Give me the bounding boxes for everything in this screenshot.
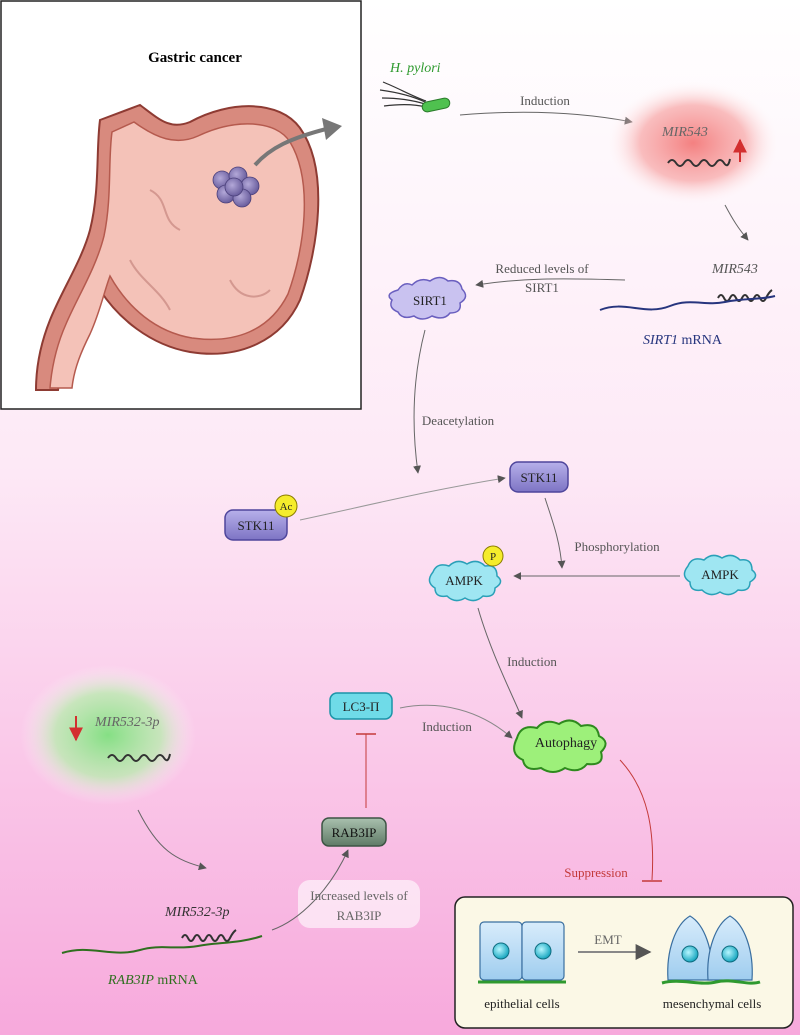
arrow-to-rab3ip <box>271 849 349 931</box>
ampk-label: AMPK <box>701 567 739 582</box>
arrow-to-sirt1 <box>475 278 626 288</box>
mir532-bound-strand-icon <box>181 929 237 942</box>
rab3ip-node: RAB3IP <box>321 817 387 847</box>
arrow-deacetylation <box>413 329 426 474</box>
rab3ip-mrna-label: RAB3IP mRNA <box>107 973 199 988</box>
ampk-p-label: AMPK <box>445 573 483 588</box>
deacetylation-label: Deacetylation <box>422 413 495 428</box>
induction-mid-label: Induction <box>507 654 557 669</box>
tumor-cluster <box>212 166 260 208</box>
induction-top-label: Induction <box>520 93 570 108</box>
epithelial-cells-icon <box>478 921 566 984</box>
sirt1-node: SIRT1 <box>388 276 467 320</box>
arrow-stk11-deacetyl <box>299 475 506 521</box>
mir532-glow <box>20 665 196 805</box>
phospho-badge: P <box>490 551 496 563</box>
stk11-node: STK11 <box>509 461 569 493</box>
rab3ip-mrna-strand-icon <box>61 935 263 954</box>
mir532-bound-label: MIR532-3p <box>164 905 230 920</box>
mesenchymal-label: mesenchymal cells <box>663 996 762 1011</box>
mir543-bound-label: MIR543 <box>711 262 758 277</box>
acetyl-badge: Ac <box>280 501 293 513</box>
arrow-ampk-to-autophagy <box>477 607 523 719</box>
ampk-p-node: AMPK P <box>428 545 504 602</box>
sirt1-mrna-label: SIRT1 mRNA <box>643 333 723 348</box>
stk11-ac-node: STK11 Ac <box>224 494 298 541</box>
emt-label: EMT <box>594 932 622 947</box>
mesenchymal-cells-icon <box>661 915 761 985</box>
reduced-label-line1: Reduced levels of <box>495 261 589 276</box>
stk11-ac-label: STK11 <box>237 518 274 533</box>
zoom-arrow-head <box>322 118 342 140</box>
arrow-stk11-to-ampk <box>544 497 566 569</box>
arrow-mir543-down <box>724 204 749 241</box>
h-pylori-label: H. pylori <box>389 61 441 76</box>
sirt1-mrna-strand-icon <box>599 295 776 311</box>
reduced-label-line2: SIRT1 <box>525 280 559 295</box>
emt-panel: EMT epithelial cells mesenchymal cells <box>454 896 794 1029</box>
arrow-lc3-to-autophagy <box>399 704 513 739</box>
mir543-strand-icon <box>667 158 731 167</box>
ampk-node: AMPK <box>683 554 757 596</box>
autophagy-label: Autophagy <box>535 736 597 751</box>
increased-label-line2: RAB3IP <box>337 908 382 923</box>
stomach-panel: Gastric cancer <box>0 0 362 410</box>
suppression-label: Suppression <box>564 865 628 880</box>
panel-title: Gastric cancer <box>148 50 242 66</box>
lc3-node: LC3-Π <box>329 692 393 720</box>
increased-label-box <box>298 880 420 928</box>
induction-lc3-label: Induction <box>422 719 472 734</box>
mir543-glow <box>605 80 781 206</box>
stk11-label: STK11 <box>520 470 557 485</box>
zoom-arrow <box>253 126 331 167</box>
epithelial-label: epithelial cells <box>484 996 559 1011</box>
mir532-strand-icon <box>107 753 171 762</box>
sirt1-node-label: SIRT1 <box>413 293 447 308</box>
mir532-up-label: MIR532-3p <box>94 715 160 730</box>
phosphorylation-label: Phosphorylation <box>574 539 660 554</box>
arrow-mir532-down <box>137 809 207 871</box>
mir543-up-label: MIR543 <box>661 125 708 140</box>
lc3-label: LC3-Π <box>343 699 380 714</box>
suppression-inhibit-line <box>619 759 654 881</box>
autophagy-node: Autophagy <box>513 719 607 773</box>
stomach-illustration <box>34 103 320 391</box>
rab3ip-label: RAB3IP <box>332 825 377 840</box>
h-pylori-bacterium-icon <box>379 81 451 113</box>
increased-label-line1: Increased levels of <box>310 888 408 903</box>
